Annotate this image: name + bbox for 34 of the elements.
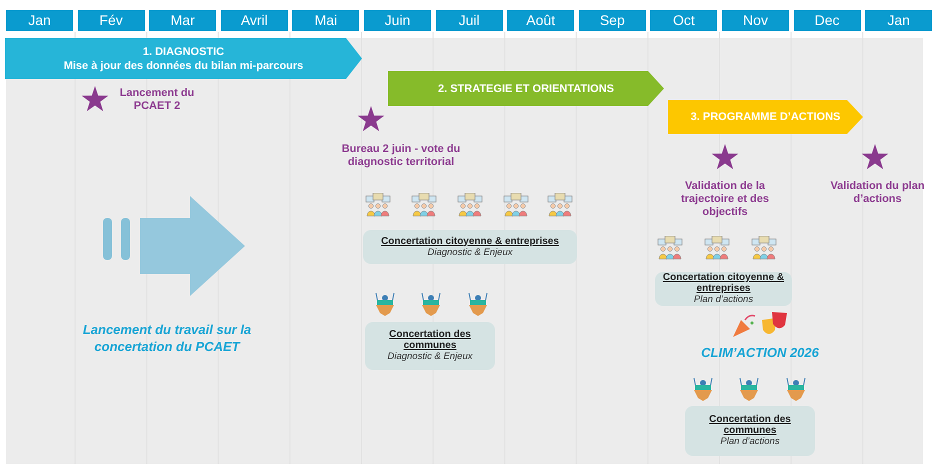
card-title: Concertation citoyenne & entreprises	[662, 272, 786, 294]
month-header: Fév	[78, 10, 145, 31]
card-subtitle: Plan d’actions	[694, 294, 754, 306]
month-header: Juil	[436, 10, 503, 31]
phase-title: 2. STRATEGIE ET ORIENTATIONS	[438, 82, 614, 96]
phase-title: 3. PROGRAMME D’ACTIONS	[690, 110, 840, 124]
phase-banner	[668, 100, 863, 134]
month-header: Avril	[220, 10, 288, 31]
month-header: Août	[507, 10, 574, 31]
card-subtitle: Diagnostic & Enjeux	[387, 351, 473, 363]
milestone-label: Bureau 2 juin - vote du diagnostic territorial	[340, 143, 462, 169]
milestone-label: Validation du plan d’actions	[829, 180, 926, 206]
note-text: Lancement du travail sur la concertation du PCAET	[82, 321, 252, 355]
month-header: Jan	[6, 10, 73, 31]
card-subtitle: Plan d’actions	[720, 436, 780, 448]
month-header: Jan	[865, 10, 932, 31]
phase-banner	[388, 71, 664, 106]
card-title: Concertation des communes	[388, 329, 472, 351]
month-header: Oct	[650, 10, 718, 31]
month-header: Mai	[292, 10, 360, 31]
event-title: CLIM’ACTION 2026	[700, 344, 820, 361]
month-header: Mar	[149, 10, 216, 31]
phase-subtitle: Mise à jour des données du bilan mi-parcours	[64, 58, 304, 72]
card-title: Concertation citoyenne & entreprises	[381, 236, 559, 246]
month-header: Juin	[364, 10, 431, 31]
month-header: Sep	[578, 10, 646, 31]
month-header: Dec	[794, 10, 861, 31]
milestone-label: Validation de la trajectoire et des objectifs	[680, 180, 770, 219]
milestone-label: Lancement du PCAET 2	[118, 87, 196, 113]
card-subtitle: Diagnostic & Enjeux	[427, 246, 513, 258]
phase-title: 1. DIAGNOSTIC	[142, 44, 224, 58]
card-title: Concertation des communes	[708, 414, 792, 436]
month-header: Nov	[722, 10, 789, 31]
phase-banner	[5, 38, 362, 79]
